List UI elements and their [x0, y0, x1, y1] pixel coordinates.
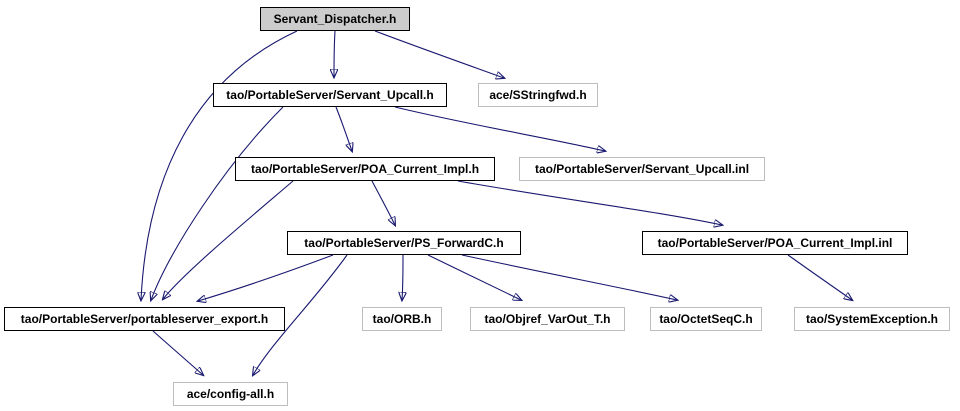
- node-portableserver-export-h[interactable]: tao/PortableServer/portableserver_export…: [4, 307, 285, 331]
- edge-poa-current-impl-h-to-portableserver-export: [163, 180, 294, 299]
- node-ps-forwardc-h[interactable]: tao/PortableServer/PS_ForwardC.h: [287, 231, 521, 255]
- node-servant-dispatcher-h: Servant_Dispatcher.h: [260, 7, 410, 31]
- edge-dispatcher-to-sstringfwd: [374, 30, 504, 78]
- edge-servant-upcall-h-to-servant-upcall-inl: [394, 106, 605, 151]
- edge-poa-current-impl-h-to-poa-current-impl-inl: [457, 180, 722, 225]
- edge-poa-current-impl-inl-to-systemexception: [787, 254, 852, 300]
- node-config-all-h: ace/config-all.h: [173, 382, 288, 406]
- edge-dispatcher-to-servant-upcall-h: [334, 30, 335, 77]
- edge-ps-forwardc-to-objref-varout: [427, 254, 521, 300]
- node-octetseqc-h: tao/OctetSeqC.h: [650, 307, 762, 331]
- edge-dispatcher-to-portableserver-export: [141, 30, 298, 300]
- edge-portableserver-export-to-config-all: [152, 330, 203, 375]
- edge-poa-current-impl-h-to-ps-forwardc: [371, 180, 395, 225]
- node-sstringfwd-h: ace/SStringfwd.h: [478, 83, 598, 107]
- node-servant-upcall-inl: tao/PortableServer/Servant_Upcall.inl: [519, 157, 765, 181]
- node-poa-current-impl-h[interactable]: tao/PortableServer/POA_Current_Impl.h: [235, 157, 495, 181]
- node-systemexception-h: tao/SystemException.h: [794, 307, 950, 331]
- node-objref-varout-t-h: tao/Objref_VarOut_T.h: [470, 307, 625, 331]
- node-orb-h: tao/ORB.h: [362, 307, 442, 331]
- edge-servant-upcall-h-to-portableserver-export: [151, 106, 284, 300]
- edge-ps-forwardc-to-orb: [402, 254, 403, 300]
- edge-servant-upcall-h-to-poa-current-impl-h: [335, 106, 352, 151]
- edge-ps-forwardc-to-config-all: [253, 254, 348, 375]
- node-poa-current-impl-inl[interactable]: tao/PortableServer/POA_Current_Impl.inl: [642, 231, 908, 255]
- node-servant-upcall-h[interactable]: tao/PortableServer/Servant_Upcall.h: [213, 83, 447, 107]
- edge-ps-forwardc-to-octetseqc: [461, 254, 677, 300]
- edge-ps-forwardc-to-portableserver-export: [198, 254, 334, 301]
